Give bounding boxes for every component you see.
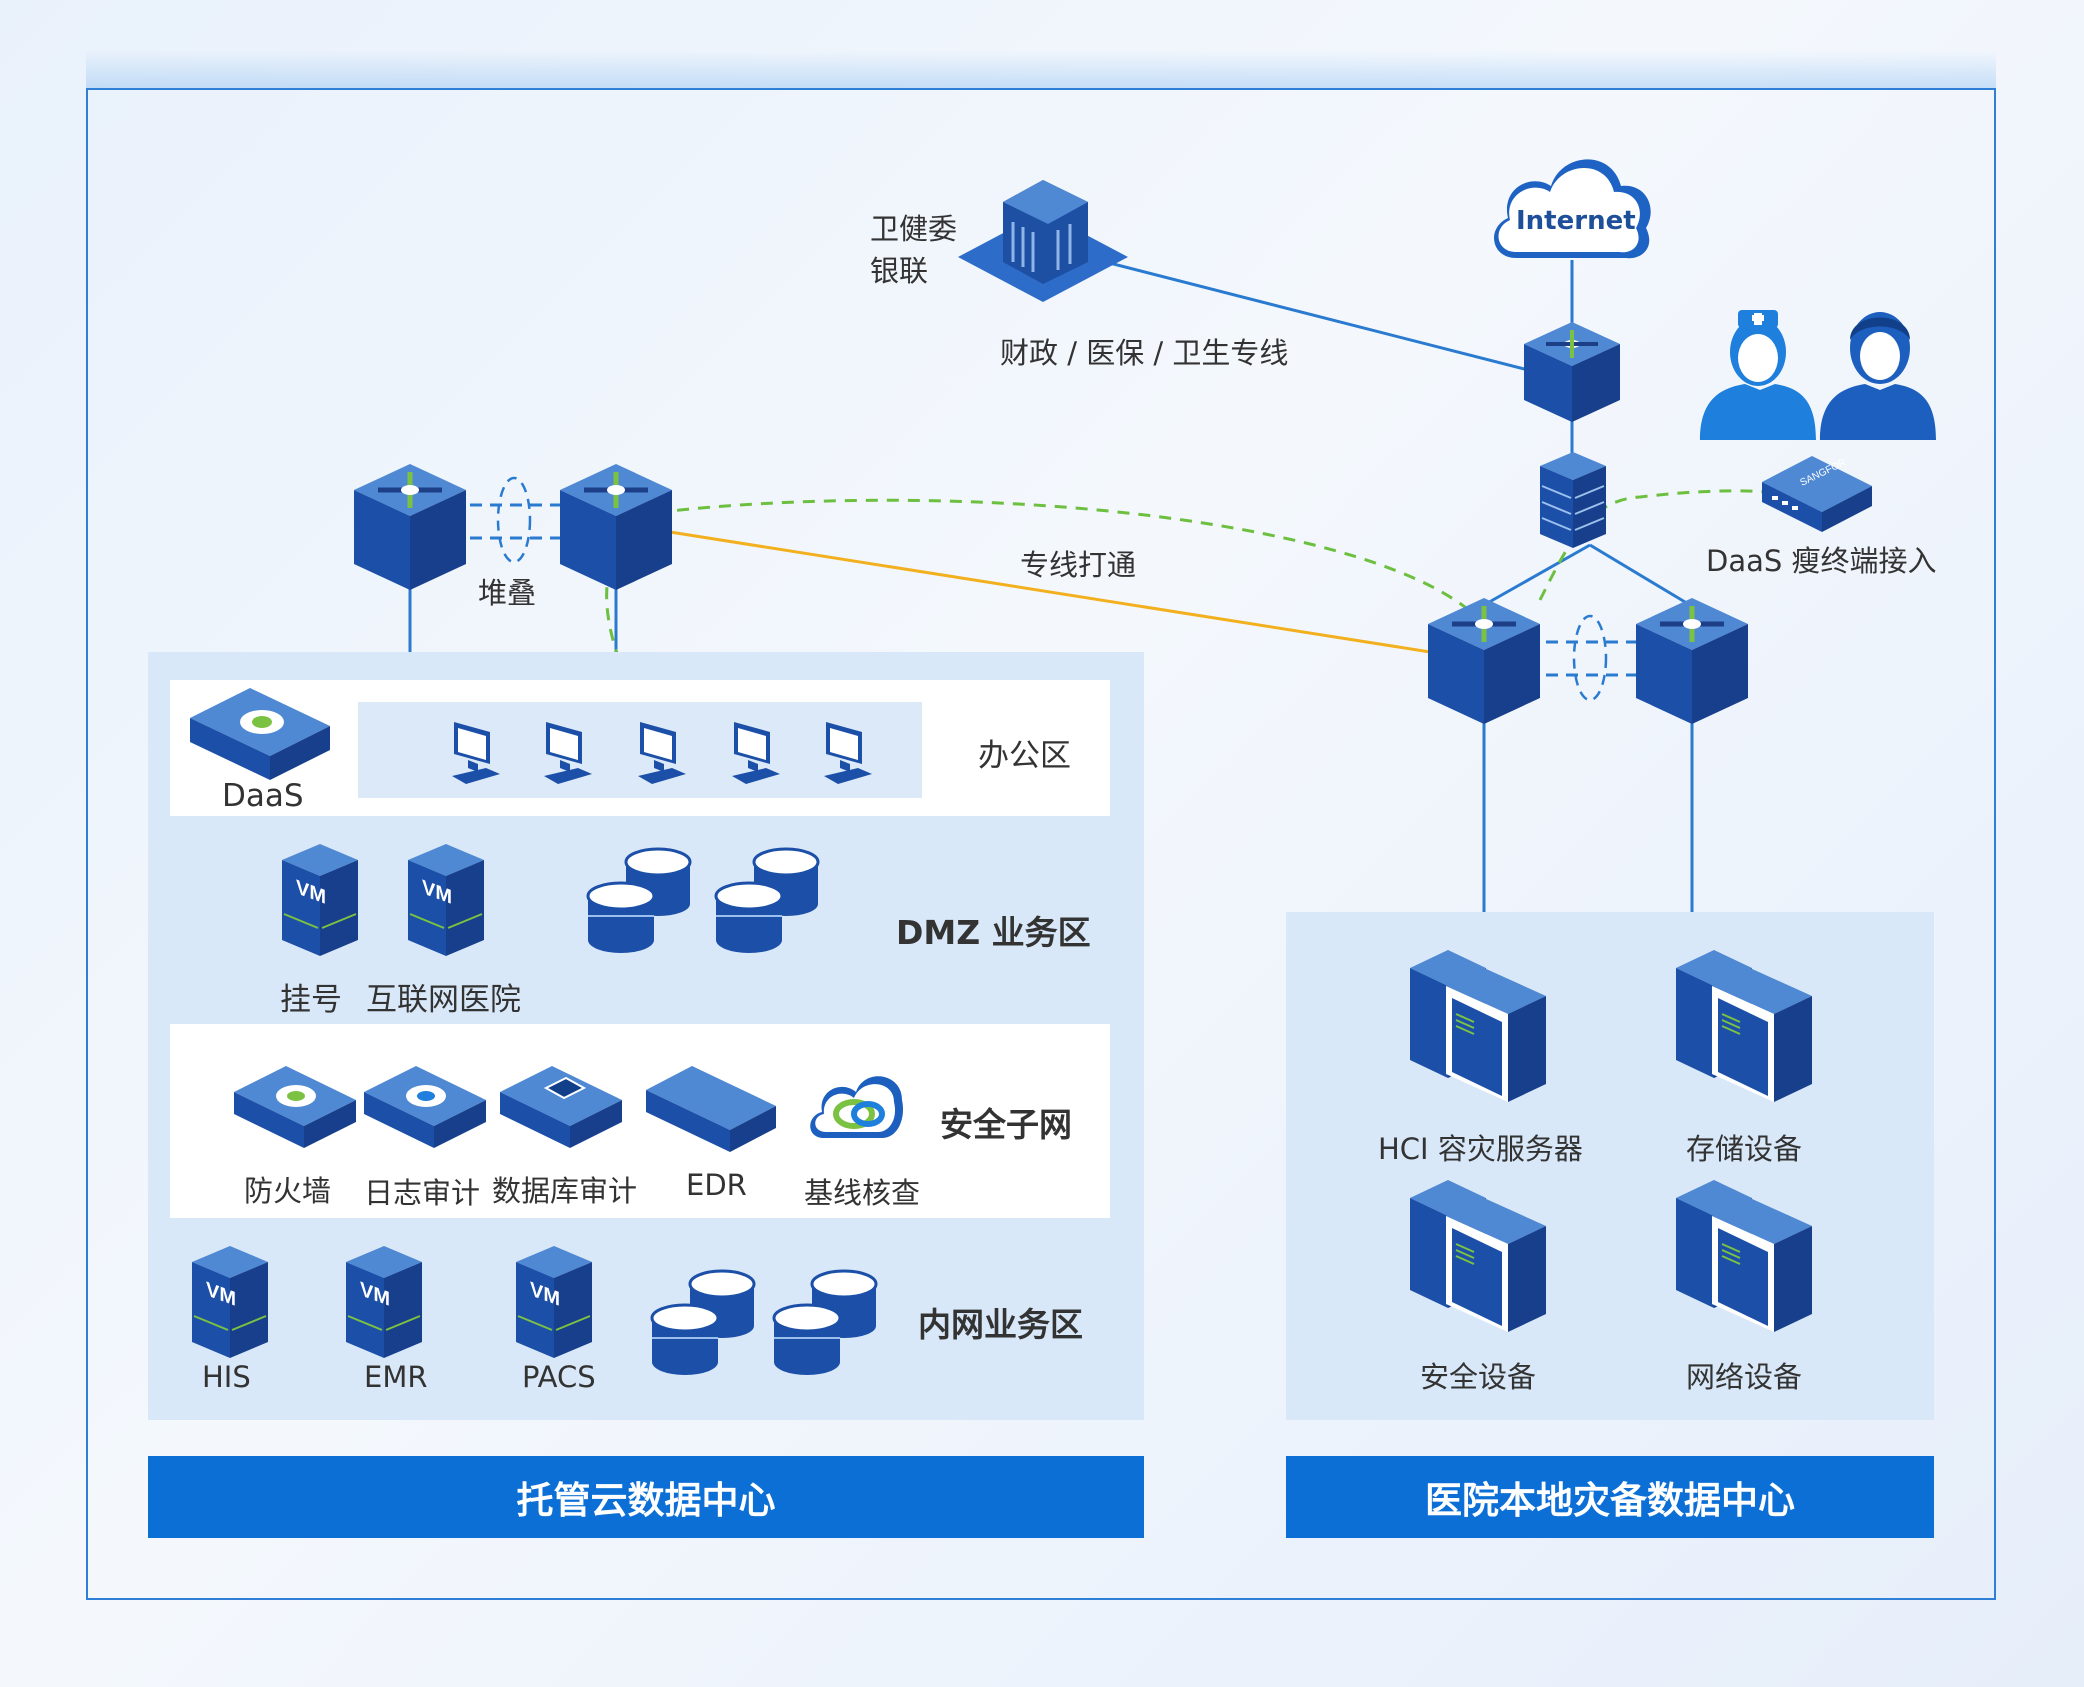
pc-icon	[634, 720, 690, 786]
firewall-to-core-left-line	[1483, 543, 1591, 607]
pc-icon	[448, 720, 504, 786]
vm-server-icon: VM	[346, 1246, 422, 1358]
office-zone-label: 办公区	[978, 738, 1071, 774]
hci-server-icon	[1410, 950, 1546, 1102]
gov-label-2: 银联	[870, 254, 929, 288]
local-item-security: 安全设备	[1420, 1360, 1537, 1394]
intranet-vm-pacs: PACS	[522, 1360, 596, 1394]
network-device-server-icon	[1676, 1180, 1812, 1332]
firewall-to-core-right-line	[1589, 543, 1691, 607]
dmz-vm2-label: 互联网医院	[366, 982, 521, 1018]
security-item-baseline: 基线核查	[804, 1176, 921, 1210]
firewall-icon	[1540, 452, 1606, 548]
frame-top-glow	[86, 50, 1996, 90]
security-item-firewall: 防火墙	[244, 1174, 332, 1208]
edr-appliance-icon	[646, 1066, 776, 1156]
cloud-core-switch-right	[560, 464, 672, 590]
local-item-storage: 存储设备	[1686, 1132, 1803, 1166]
security-item-log-audit: 日志审计	[364, 1176, 481, 1210]
firewall-appliance-icon	[234, 1066, 356, 1156]
diagram-frame	[86, 88, 1996, 1600]
vm-server-icon: VM	[516, 1246, 592, 1358]
pc-icon	[820, 720, 876, 786]
database-icon	[772, 1268, 878, 1378]
database-icon	[650, 1268, 756, 1378]
internet-switch-icon	[1524, 322, 1620, 422]
local-dc-zone	[1286, 912, 1934, 1420]
leased-line-label: 专线打通	[1020, 548, 1137, 582]
local-core-switch-right	[1636, 598, 1748, 724]
intranet-vm-emr: EMR	[364, 1360, 428, 1394]
local-item-network: 网络设备	[1686, 1360, 1803, 1394]
doctor-nurse-icon	[1700, 300, 1940, 440]
daas-appliance-icon	[190, 688, 330, 784]
cloud-dc-title-bar: 托管云数据中心	[148, 1456, 1144, 1538]
daas-thin-client-label: DaaS 瘦终端接入	[1706, 544, 1937, 578]
daas-label: DaaS	[222, 778, 304, 814]
storage-server-icon	[1676, 950, 1812, 1102]
stack-label: 堆叠	[478, 576, 537, 610]
gov-to-switch-line	[1089, 256, 1529, 372]
daas-thin-client-icon: SANGFOR	[1762, 456, 1872, 536]
dmz-vm1-label: 挂号	[280, 982, 342, 1018]
security-zone-label: 安全子网	[940, 1105, 1072, 1144]
pc-icon	[540, 720, 596, 786]
intranet-zone-label: 内网业务区	[918, 1305, 1083, 1344]
database-icon	[714, 846, 820, 956]
daas-access-dashed-line	[1538, 489, 1769, 601]
dedicated-line-label: 财政 / 医保 / 卫生专线	[1000, 336, 1289, 370]
local-dc-title-bar: 医院本地灾备数据中心	[1286, 1456, 1934, 1538]
building-icon	[958, 162, 1128, 312]
security-device-server-icon	[1410, 1180, 1546, 1332]
db-audit-appliance-icon	[500, 1066, 622, 1156]
database-icon	[586, 846, 692, 956]
internet-label: Internet	[1516, 206, 1636, 236]
internet-cloud-icon	[1486, 148, 1656, 268]
intranet-vm-his: HIS	[202, 1360, 251, 1394]
pc-icon	[728, 720, 784, 786]
local-core-switch-left	[1428, 598, 1540, 724]
vm-server-icon: VM	[408, 844, 484, 956]
local-item-hci: HCI 容灾服务器	[1378, 1132, 1583, 1166]
log-audit-appliance-icon	[364, 1066, 486, 1156]
dmz-zone-label: DMZ 业务区	[896, 913, 1091, 952]
security-item-db-audit: 数据库审计	[492, 1174, 638, 1208]
vm-server-icon: VM	[282, 844, 358, 956]
cloud-core-switch-left	[354, 464, 466, 590]
security-item-edr: EDR	[686, 1168, 747, 1202]
gov-label-1: 卫健委	[870, 212, 958, 246]
leased-line	[669, 530, 1431, 654]
vm-server-icon: VM	[192, 1246, 268, 1358]
baseline-check-cloud-icon	[806, 1068, 906, 1144]
